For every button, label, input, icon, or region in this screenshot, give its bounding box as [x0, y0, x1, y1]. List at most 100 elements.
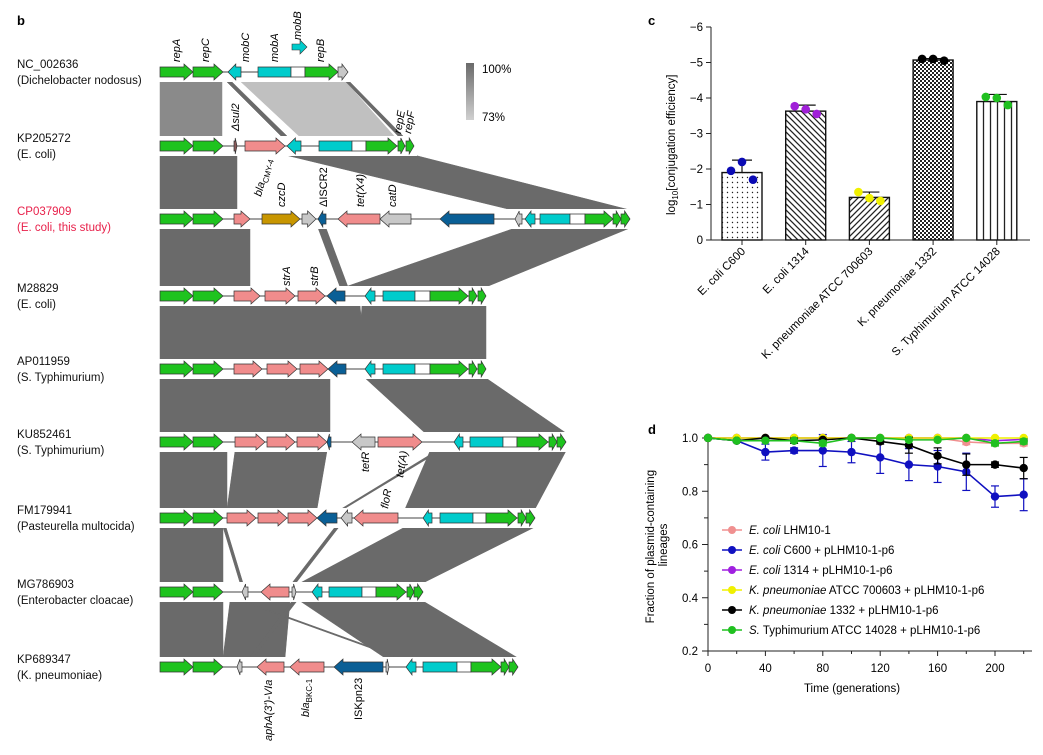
- data-point: [847, 433, 856, 443]
- gene-arrow-navy: [333, 658, 384, 676]
- ylabel-line1: Fraction of plasmid-containing: [645, 470, 657, 623]
- gene-label-czcD: czcD: [276, 183, 288, 208]
- gene-labels: repA repC mobC mobA mobB repB Δsul2 repE…: [171, 11, 418, 741]
- gene-arrow-pink: [296, 433, 328, 451]
- gene-arrow-cyan: [382, 290, 416, 302]
- gene-arrow-green: [159, 287, 194, 305]
- gene-label-mobA: mobA: [269, 33, 281, 62]
- legend-label-species: E. coli: [749, 525, 781, 537]
- data-point: [761, 447, 770, 457]
- gene-arrow-gray: [385, 658, 390, 676]
- gene-label-strB: strB: [309, 266, 321, 286]
- legend-marker: [728, 526, 736, 534]
- scale-max-label: 100%: [482, 64, 511, 76]
- gene-arrow-white: [351, 140, 367, 152]
- gene-label-tetX4: tet(X4): [355, 174, 367, 207]
- gene-arrow-pink: [226, 509, 257, 527]
- gene-arrow-pink: [244, 137, 286, 155]
- gene-arrow-gray: [514, 210, 523, 228]
- gene-arrow-green: [192, 509, 224, 527]
- gene-arrow-cyan: [405, 657, 417, 677]
- gene-arrow-pink: [233, 210, 251, 228]
- mobB-gene-arrow: [291, 39, 308, 55]
- y-tick-label: 0.8: [682, 486, 698, 498]
- legend-label-strain: LHM10-1: [780, 525, 831, 537]
- track-accession: AP011959: [17, 356, 70, 368]
- legend-label: E. coli C600 + pLHM10-1-p6: [749, 545, 894, 557]
- y-tick-label: −1: [690, 200, 703, 212]
- homology-band: [226, 450, 328, 510]
- gene-arrow-gray: [236, 658, 243, 676]
- homology-band: [159, 154, 238, 211]
- scale-min-label: 73%: [482, 112, 505, 124]
- plasmid-stability-line-chart: Time (generations) Fraction of plasmid-c…: [645, 433, 1032, 695]
- gene-arrow-cyan: [364, 286, 376, 306]
- homology-band: [344, 227, 631, 288]
- legend-label: E. coli LHM10-1: [749, 525, 831, 537]
- data-point: [818, 446, 827, 455]
- gene-arrow-green: [192, 210, 224, 228]
- legend-label: K. pneumoniae 1332 + pLHM10-1-p6: [749, 605, 939, 617]
- gene-arrow-pink: [289, 658, 325, 676]
- homology-band: [404, 450, 567, 510]
- gene-arrow-green: [405, 136, 415, 156]
- track-species: (E. coli): [17, 299, 56, 311]
- data-point: [789, 436, 799, 445]
- legend-label-species: E. coli: [749, 565, 781, 577]
- gene-arrow-cyan: [422, 661, 458, 673]
- gene-arrow-white: [569, 213, 586, 225]
- track-accession: KU852461: [17, 429, 71, 441]
- gene-label-tetA: tet(A): [394, 450, 411, 479]
- track-species: (Dichelobacter nodosus): [17, 75, 142, 87]
- gene-arrow-navy: [439, 210, 495, 228]
- gene-label-mobC: mobC: [240, 33, 252, 62]
- x-tick-label: K. pneumoniae ATCC 700603: [760, 246, 876, 362]
- data-point: [789, 446, 799, 455]
- data-point: [847, 447, 856, 457]
- gene-label-repF: repF: [402, 109, 418, 135]
- legend-label-species: K. pneumoniae: [749, 585, 826, 597]
- identity-gradient: [466, 63, 474, 120]
- legend-marker: [728, 586, 736, 594]
- chart-c-ylabel: log10[conjugation efficiency]: [666, 75, 680, 215]
- track-species: (K. pneumoniae): [17, 670, 102, 682]
- data-point: [876, 196, 885, 206]
- data-point: [917, 54, 927, 64]
- gene-arrow-pink: [297, 287, 326, 305]
- legend-marker: [728, 626, 736, 634]
- gene-arrow-cyan: [524, 209, 536, 229]
- gene-arrow-green: [468, 286, 478, 306]
- gene-arrow-white: [290, 66, 306, 78]
- gene-arrow-cyan: [469, 436, 504, 448]
- gene-arrow-white: [502, 436, 518, 448]
- homology-band: [159, 600, 224, 659]
- gene-arrow-green: [192, 658, 224, 676]
- track-accession: KP689347: [17, 654, 71, 666]
- data-point: [737, 157, 747, 167]
- gene-arrow-gray: [291, 583, 297, 601]
- gene-label-repC: repC: [200, 38, 212, 62]
- data-point: [854, 187, 863, 197]
- gene-arrow-green: [159, 210, 194, 228]
- panel-letter-b: b: [17, 13, 25, 28]
- legend-marker: [728, 606, 736, 614]
- gene-arrow-pink: [266, 433, 296, 451]
- series-line: [707, 437, 1024, 469]
- y-tick-label: −3: [690, 129, 703, 141]
- gene-arrow-green: [516, 433, 549, 451]
- gene-arrow-green: [192, 287, 224, 305]
- legend-label: K. pneumoniae ATCC 700603 + pLHM10-1-p6: [749, 585, 984, 597]
- gene-arrow-green: [406, 583, 415, 601]
- blaBKC1-subscript: BKC-1: [305, 678, 314, 702]
- gene-label-sul2: Δsul2: [230, 103, 242, 132]
- gene-arrow-green: [517, 508, 527, 528]
- track-species: (E. coli): [17, 149, 56, 161]
- gene-arrow-pink: [260, 583, 290, 601]
- gene-arrow-green: [584, 210, 614, 228]
- track-species: (Pasteurella multocida): [17, 521, 135, 533]
- ylabel-line2: lineages: [658, 523, 670, 566]
- track-species: (S. Typhimurium): [17, 372, 105, 384]
- y-tick-label: 0.4: [682, 593, 699, 605]
